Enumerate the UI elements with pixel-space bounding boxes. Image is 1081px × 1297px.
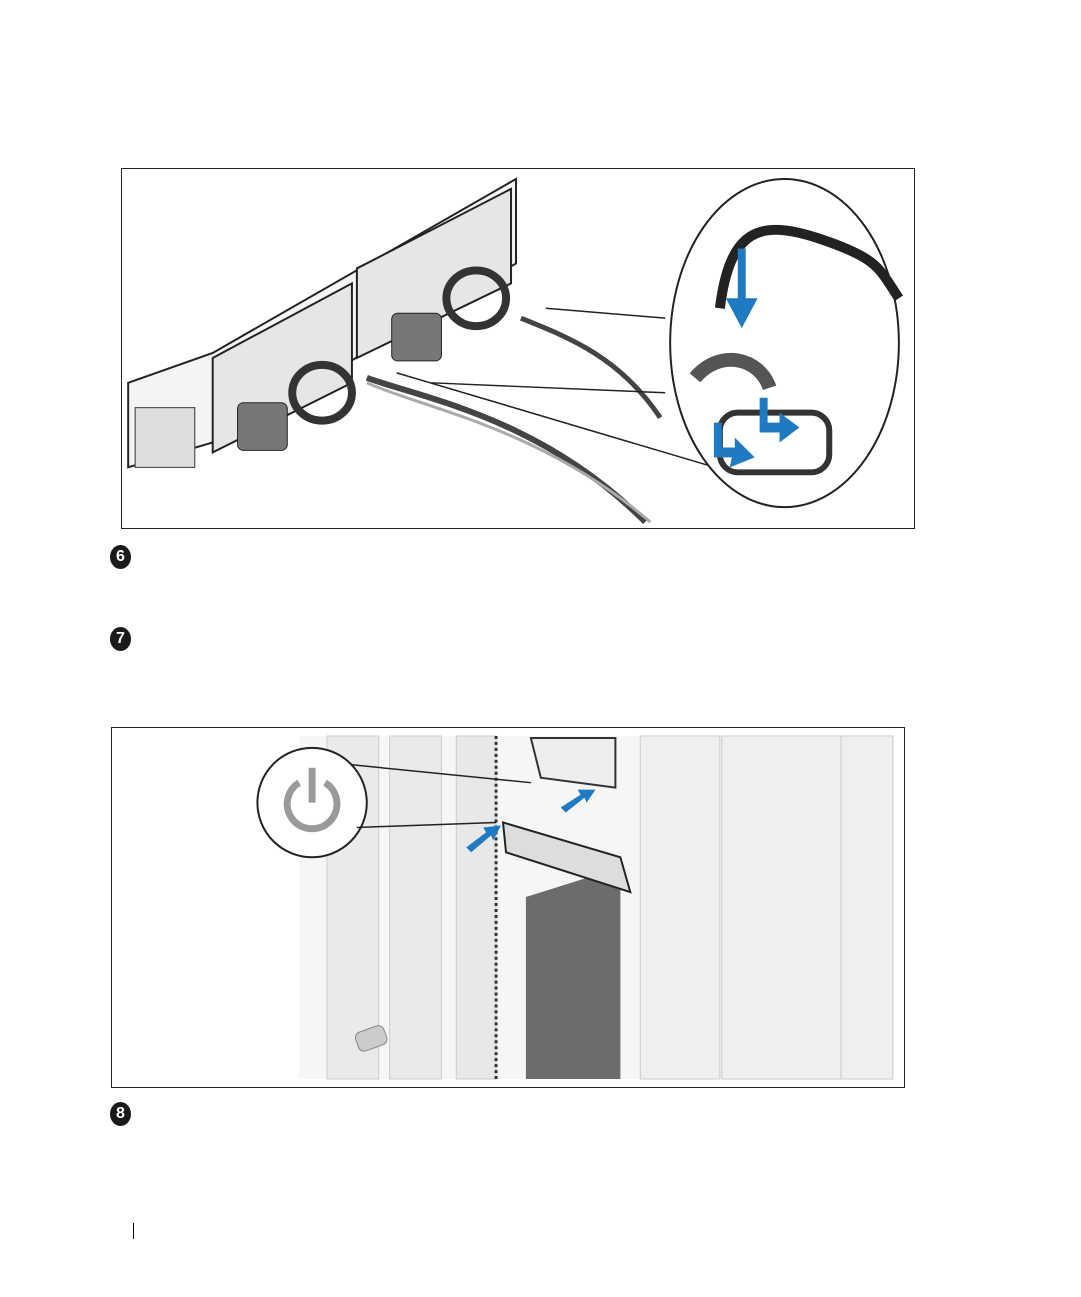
footer-divider [133, 1223, 134, 1239]
rack-power-button-drawing [256, 735, 894, 1080]
arrow-power-button-icon [466, 825, 502, 853]
step-7-badge: 7 [110, 627, 131, 651]
arrow-down-icon [725, 248, 758, 329]
step-8-badge: 8 [110, 1102, 131, 1126]
power-supply-cable-drawing [127, 177, 904, 525]
arrow-monitor-button-icon [560, 789, 596, 813]
server-unit [501, 821, 632, 894]
step-6-badge: 6 [110, 545, 131, 569]
power-cable-illustration [121, 168, 915, 529]
power-icon [283, 767, 341, 833]
arrow-right-icon [759, 397, 800, 443]
arrow-down-right-icon [713, 422, 755, 468]
power-on-illustration [111, 727, 905, 1088]
